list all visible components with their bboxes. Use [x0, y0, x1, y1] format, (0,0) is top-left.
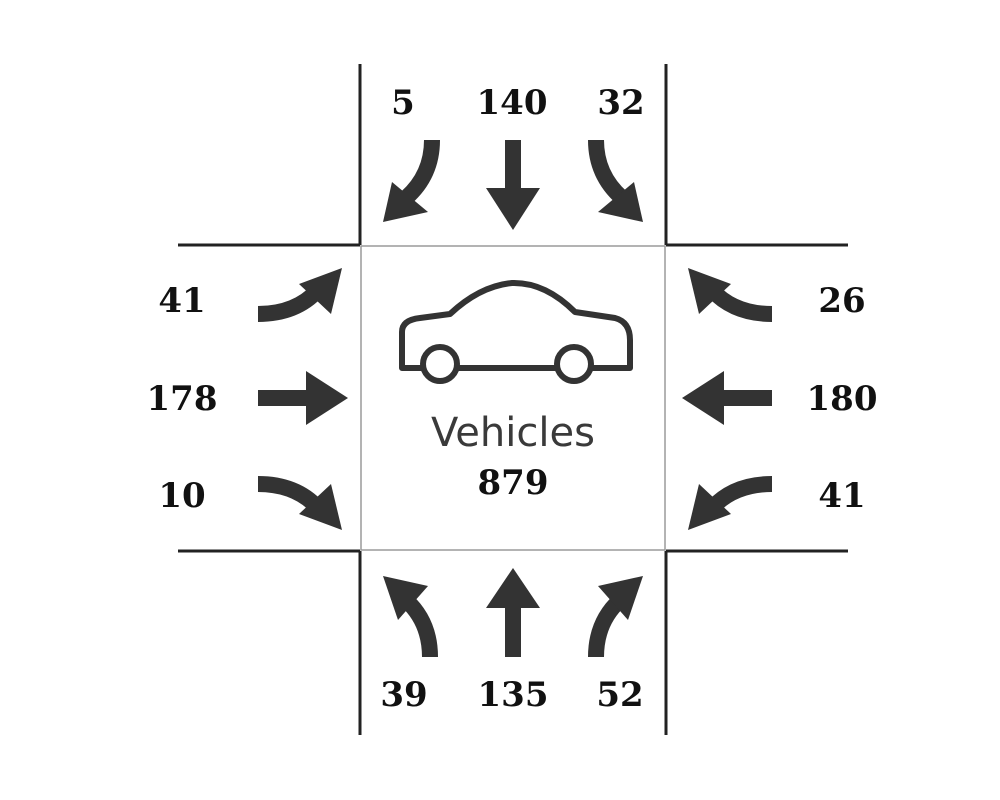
west-through-arrow-icon: [258, 371, 348, 425]
south-approach: 39 135 52: [380, 568, 644, 715]
north-right-count: 32: [597, 83, 644, 123]
south-right-arrow-icon: [588, 576, 643, 658]
south-through-arrow-icon: [486, 568, 540, 657]
east-left-count: 26: [818, 281, 865, 321]
south-right-count: 52: [596, 675, 643, 715]
north-through-arrow-icon: [486, 140, 540, 230]
west-right-arrow-icon: [257, 476, 342, 530]
intersection-box: [360, 245, 666, 551]
north-approach: 5 140 32: [383, 83, 645, 230]
north-through-count: 140: [477, 83, 548, 123]
south-left-count: 39: [380, 675, 427, 715]
west-left-count: 41: [158, 281, 205, 321]
car-icon: [399, 279, 633, 384]
east-through-arrow-icon: [682, 371, 772, 425]
car-front-wheel-icon: [420, 344, 460, 384]
east-approach: 26 180 41: [682, 268, 877, 530]
east-right-count: 41: [818, 476, 865, 516]
north-right-arrow-icon: [588, 139, 643, 222]
west-right-count: 10: [158, 476, 205, 516]
west-left-arrow-icon: [257, 268, 342, 322]
center-label: Vehicles: [431, 410, 595, 456]
car-rear-wheel-icon: [554, 344, 594, 384]
east-through-count: 180: [807, 379, 878, 419]
south-left-arrow-icon: [383, 576, 438, 658]
west-through-count: 178: [147, 379, 218, 419]
east-right-arrow-icon: [688, 476, 773, 530]
south-through-count: 135: [478, 675, 549, 715]
west-approach: 41 178 10: [147, 268, 348, 530]
east-left-arrow-icon: [688, 268, 773, 322]
center-total: 879: [478, 463, 549, 503]
north-left-count: 5: [391, 83, 415, 123]
road-lines: [178, 64, 848, 735]
north-left-arrow-icon: [383, 139, 440, 222]
